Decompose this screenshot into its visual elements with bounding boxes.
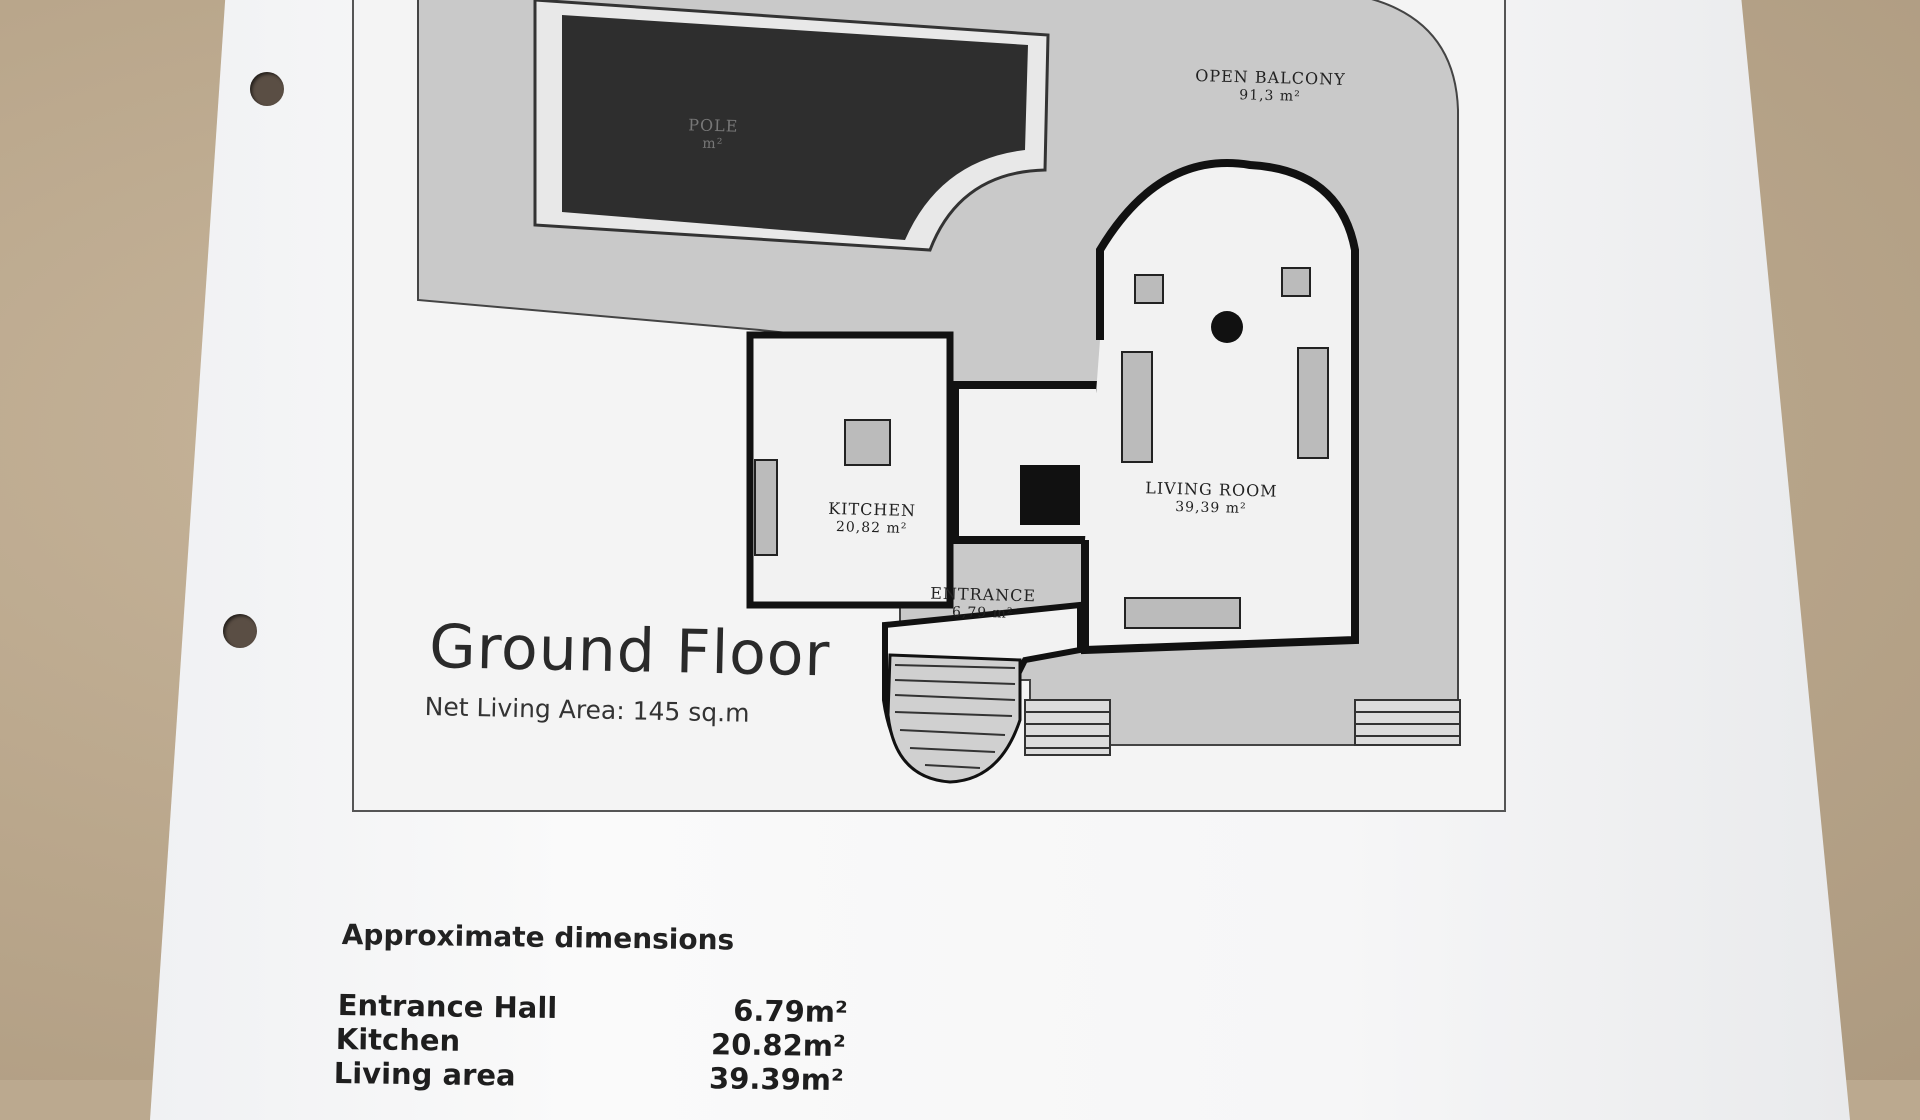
sofa-bottom: [1124, 597, 1241, 629]
armchair-2: [1281, 267, 1311, 297]
room-label-kitchen: KITCHEN 20,82 m²: [828, 498, 917, 539]
floor-plan-drawing: [417, 0, 1461, 784]
steps-right: [1354, 699, 1461, 746]
steps-left: [1024, 699, 1111, 756]
room-label-open-balcony: OPEN BALCONY 91,3 m²: [1195, 66, 1346, 107]
room-name: KITCHEN: [828, 498, 917, 521]
dimension-value: 39.39m²: [708, 1061, 844, 1098]
armchair-1: [1134, 274, 1164, 304]
room-area: 20,82 m²: [835, 519, 908, 537]
dimension-name: Living area: [333, 1056, 516, 1093]
room-area: 6,79 m²: [951, 604, 1014, 622]
room-label-pool: POLE m²: [688, 115, 739, 154]
punch-hole-top: [250, 72, 284, 106]
room-area: 39,39 m²: [1175, 499, 1247, 517]
dimension-name: Entrance Hall: [337, 988, 558, 1026]
room-name: POLE: [688, 115, 739, 136]
dimension-value: 20.82m²: [710, 1027, 846, 1064]
punch-hole-bottom: [223, 614, 257, 648]
spiral-stair: [886, 653, 1022, 784]
room-name: ENTRANCE: [930, 583, 1037, 606]
room-area: m²: [702, 135, 724, 153]
room-label-entrance: ENTRANCE 6,79 m²: [930, 583, 1037, 624]
dimension-row: Living area 39.39m²: [334, 1056, 844, 1097]
column-dot: [1211, 311, 1243, 343]
dimension-value: 6.79m²: [733, 993, 848, 1030]
bathroom-fixture: [1020, 465, 1080, 525]
pool-water: [562, 15, 1028, 240]
floor-title: Ground Floor: [428, 612, 831, 691]
sofa-left: [1121, 351, 1153, 463]
dining-table: [844, 419, 891, 466]
kitchen-room: [746, 331, 954, 609]
sofa-right: [1297, 347, 1329, 459]
room-name: OPEN BALCONY: [1195, 66, 1346, 89]
room-label-living-room: LIVING ROOM 39,39 m²: [1145, 478, 1278, 519]
dimension-name: Kitchen: [335, 1022, 461, 1058]
dimensions-heading: Approximate dimensions: [341, 918, 735, 957]
kitchen-counter: [754, 459, 778, 556]
room-name: LIVING ROOM: [1145, 478, 1278, 501]
